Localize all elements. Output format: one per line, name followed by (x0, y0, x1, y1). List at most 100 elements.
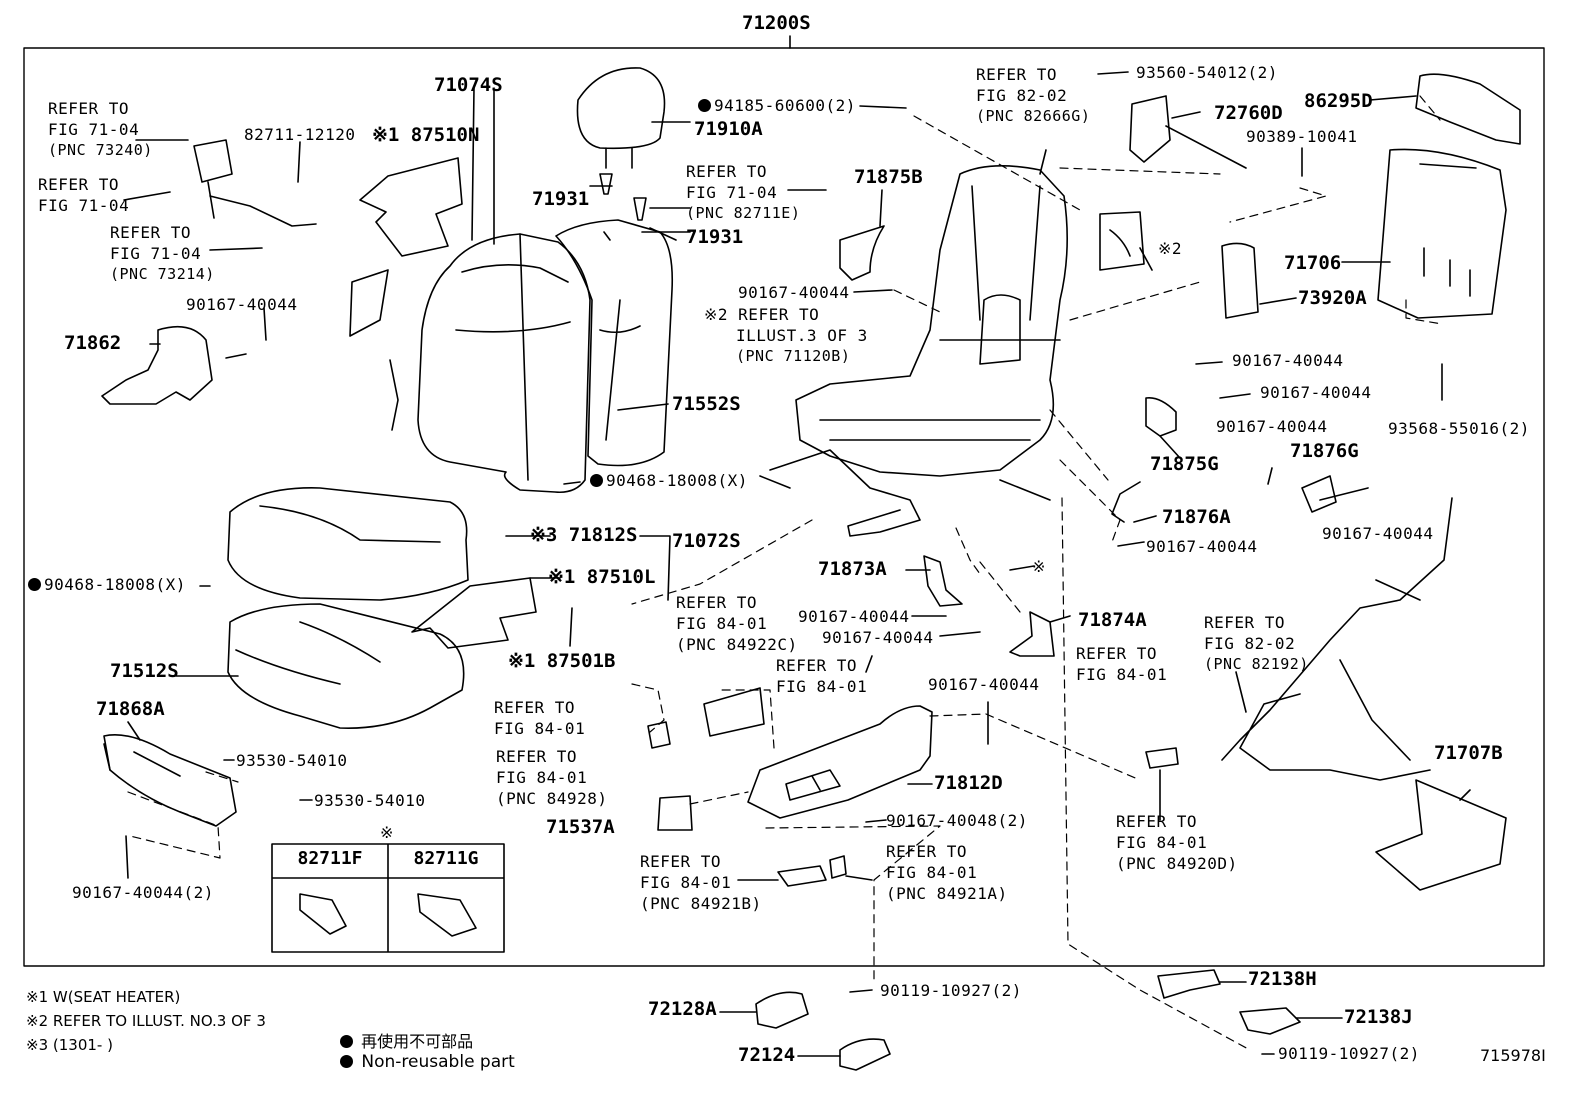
ref-line: REFER TO (676, 593, 758, 612)
ref-line: (PNC 84928) (496, 789, 608, 808)
part-90167-40044-f: 90167-40044 (1146, 537, 1258, 556)
cover-71537A (657, 795, 693, 831)
ref-line: FIG 84-01 (776, 677, 868, 696)
note-marker-2: ※2 (1158, 239, 1183, 258)
inset-col-82711G: 82711G (413, 848, 479, 869)
part-72124: 72124 (738, 1044, 796, 1066)
part-71876G: 71876G (1290, 440, 1359, 462)
cover-71862 (101, 325, 213, 405)
part-86295D: 86295D (1304, 90, 1373, 112)
part-71074S: 71074S (434, 74, 503, 96)
part-90167-40044-e: 90167-40044 (928, 675, 1040, 694)
ref-line: FIG 84-01 (886, 863, 978, 882)
part-73920A: 73920A (1298, 287, 1367, 309)
non-reusable-dot-icon (340, 1055, 353, 1068)
part-90468-18008-b: 90468-18008(X) (28, 576, 186, 594)
part-71876A: 71876A (1162, 506, 1231, 528)
heater-mat-back (349, 157, 463, 337)
ref-line: FIG 82-02 (976, 86, 1068, 105)
part-90167-40044-h: 90167-40044 (1260, 383, 1372, 402)
switch-84922C (703, 687, 765, 737)
part-71537A: 71537A (546, 816, 615, 838)
part-71910A: 71910A (694, 118, 763, 140)
part-93530-54010-a: 93530-54010 (236, 751, 348, 770)
part-90468-18008-a: 90468-18008(X) (590, 472, 748, 490)
ref-line: FIG 84-01 (676, 614, 768, 633)
part-71072S: 71072S (672, 530, 741, 552)
ref-line: FIG 84-01 (494, 719, 586, 738)
part-90119-10927-b: 90119-10927(2) (1278, 1044, 1420, 1063)
part-71812S: ※3 71812S (530, 524, 638, 546)
part-93568-55016: 93568-55016(2) (1388, 419, 1530, 438)
inset-box (271, 843, 505, 953)
back-trim-86295D (1415, 73, 1521, 145)
part-90167-40044-a: 90167-40044 (186, 295, 298, 314)
connector-84920D (1145, 747, 1179, 769)
part-71862: 71862 (64, 332, 122, 354)
part-71868A: 71868A (96, 698, 165, 720)
ref-line: (PNC 82666G) (976, 107, 1091, 125)
ref-line: FIG 84-01 (1116, 833, 1208, 852)
part-71512S: 71512S (110, 660, 179, 682)
connector-84928 (647, 721, 671, 749)
seatbelt-buckle (193, 139, 317, 227)
cover-72138J (1239, 1007, 1301, 1035)
seatback-cover (417, 233, 591, 494)
bracket-71875B (839, 225, 885, 281)
non-reusable-dot-icon (340, 1035, 353, 1048)
ref-line: REFER TO (494, 698, 576, 717)
part-90167-40044-j: 90167-40044 (1322, 524, 1434, 543)
cover-72138H (1157, 969, 1221, 999)
part-72138J: 72138J (1344, 1006, 1413, 1028)
part-90167-40044-2: 90167-40044(2) (72, 883, 214, 902)
ref-line: (PNC 84920D) (1116, 854, 1238, 873)
ref-line: FIG 71-04 (38, 196, 130, 215)
part-72760D: 72760D (1214, 102, 1283, 124)
part-71873A: 71873A (818, 558, 887, 580)
module-72760D (1129, 95, 1247, 169)
bracket-71873A (923, 555, 963, 607)
ref-line: REFER TO (976, 65, 1058, 84)
legend-jp: 再使用不可部品 (340, 1028, 473, 1052)
ref-line: REFER TO (48, 99, 130, 118)
ref-line: FIG 84-01 (1076, 665, 1168, 684)
ref-line: FIG 82-02 (1204, 634, 1296, 653)
part-90167-40044-i: 90167-40044 (1216, 417, 1328, 436)
part-90167-40044-c: 90167-40044 (798, 607, 910, 626)
part-87510L: ※1 87510L (548, 566, 656, 588)
part-90167-40044-d: 90167-40044 (822, 628, 934, 647)
part-71706: 71706 (1284, 252, 1342, 274)
part-90389-10041: 90389-10041 (1246, 127, 1358, 146)
refer-fig82-02-a: REFER TO FIG 82-02 (PNC 82666G) (976, 64, 1090, 127)
bracket-71874A (1009, 611, 1055, 657)
ref-line: REFER TO (1076, 644, 1158, 663)
seatback-pad (555, 219, 674, 467)
part-90167-40044-b: 90167-40044 (738, 283, 850, 302)
cover-72124 (839, 1038, 891, 1071)
part-93560-54012: 93560-54012(2) (1136, 63, 1278, 82)
part-71931-upper: 71931 (532, 188, 590, 210)
bracket-71876G (1301, 475, 1337, 513)
heater-mat-seat (411, 577, 537, 649)
cushion-cover (227, 487, 469, 601)
ref-line: REFER TO (110, 223, 192, 242)
ref-line: REFER TO (640, 852, 722, 871)
ref-line: REFER TO (1116, 812, 1198, 831)
part-93530-54010-b: 93530-54010 (314, 791, 426, 810)
figure-id: 715978I (1480, 1046, 1546, 1065)
legend-en: Non-reusable part (340, 1052, 515, 1072)
ref-line: (PNC 73240) (48, 141, 153, 159)
assembly-frame (23, 47, 1545, 967)
part-82711-12120: 82711-12120 (244, 125, 356, 144)
part-90167-40044-g: 90167-40044 (1232, 351, 1344, 370)
ref-line: (PNC 73214) (110, 265, 215, 283)
knob-84921B (777, 865, 827, 887)
ref-line: FIG 84-01 (496, 768, 588, 787)
back-board-71706 (1377, 148, 1507, 319)
